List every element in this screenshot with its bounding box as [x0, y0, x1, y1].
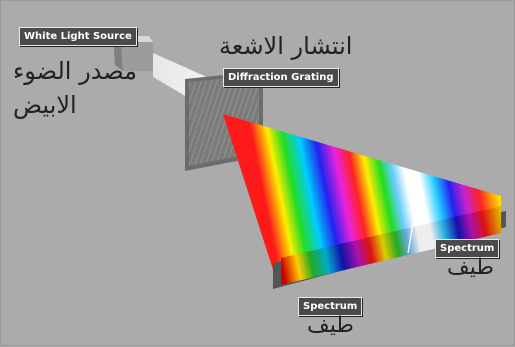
spectrum-right-label: Spectrum [435, 239, 500, 258]
light-source-label: White Light Source [19, 27, 137, 46]
grating-label: Diffraction Grating [223, 68, 339, 87]
spectrum-bottom-label: Spectrum [298, 297, 363, 316]
arabic-light-source-line2: الابيض [13, 91, 77, 119]
arabic-grating-label: انتشار الاشعة [219, 32, 353, 60]
arabic-spectrum-right-label: طيف [447, 255, 494, 280]
arabic-light-source-line1: مصدر الضوء [13, 57, 137, 85]
arabic-spectrum-bottom-label: طيف [307, 313, 354, 338]
spectrum-screen [273, 206, 506, 289]
